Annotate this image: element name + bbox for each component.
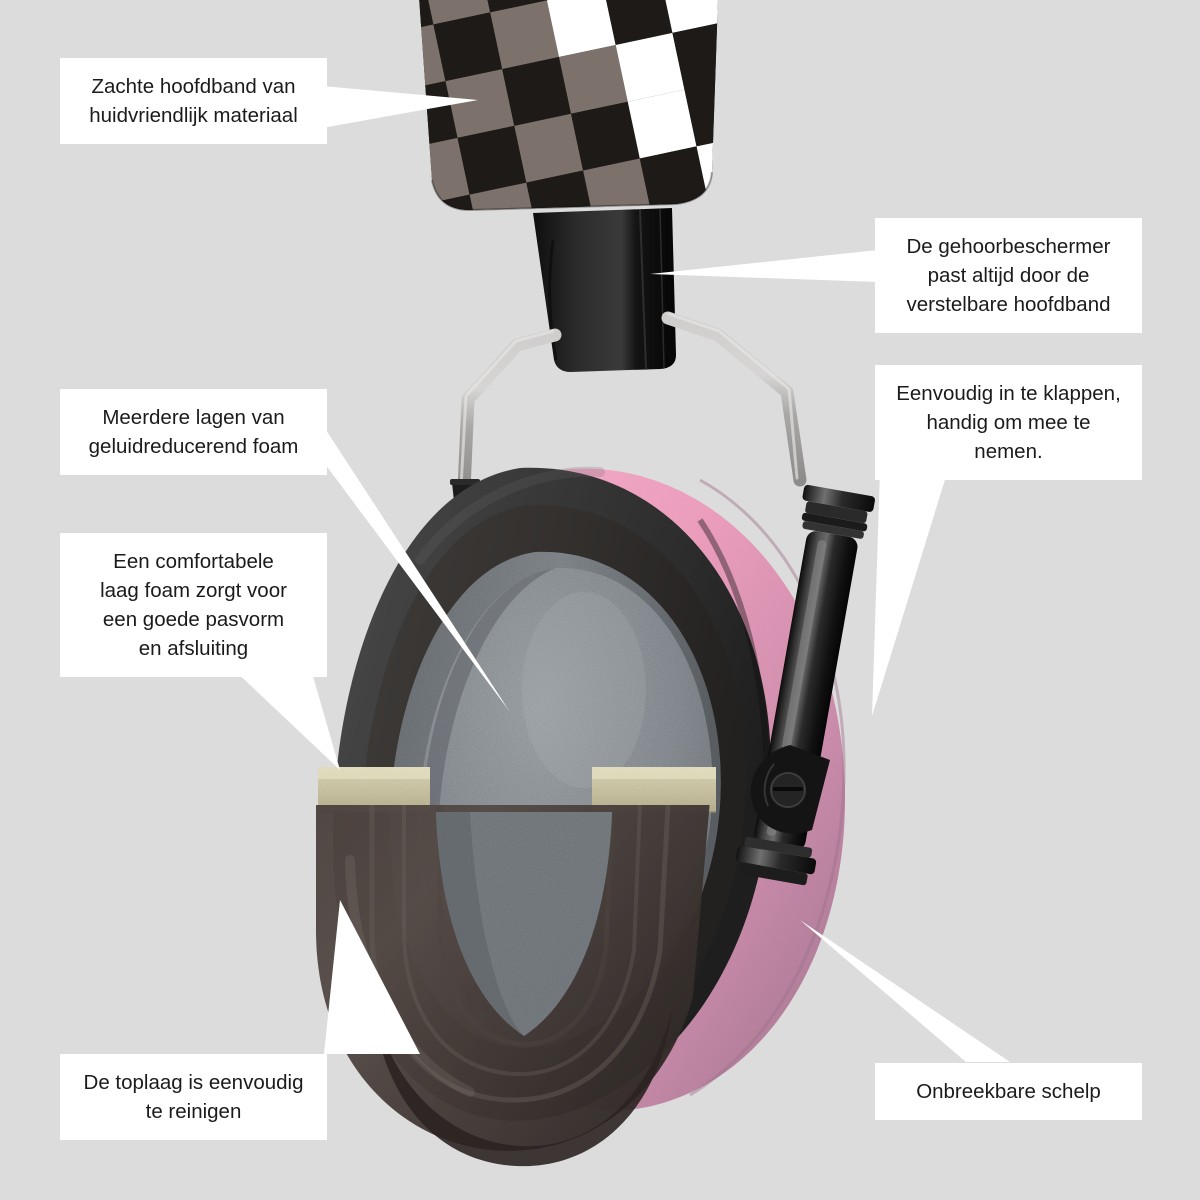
callout-easy-clean[interactable]: De toplaag is eenvoudig te reinigen: [60, 1054, 327, 1141]
foam-layer-beige: [318, 767, 716, 813]
pointer-foldable: [872, 470, 948, 716]
screw-slot: [773, 787, 803, 791]
callout-pointers: [230, 86, 1010, 1062]
wire-arm-highlights: [459, 312, 799, 489]
callout-adjustable-headband-text: De gehoorbeschermer past altijd door de …: [906, 235, 1111, 317]
callout-comfort-foam[interactable]: Een comfortabele laag foam zorgt voor ee…: [60, 533, 327, 678]
wire-arm-left: [457, 328, 562, 497]
callout-soft-headband[interactable]: Zachte hoofdband van huidvriendlijk mate…: [60, 58, 327, 145]
callout-easy-clean-text: De toplaag is eenvoudig te reinigen: [83, 1071, 304, 1124]
callout-comfort-foam-text: Een comfortabele laag foam zorgt voor ee…: [100, 550, 287, 661]
pivot-plate: [750, 745, 830, 834]
pointer-foam-layers: [322, 424, 510, 712]
callout-foam-layers[interactable]: Meerdere lagen van geluidreducerend foam: [60, 389, 327, 476]
pointer-adjustable: [650, 250, 878, 282]
pointer-shell: [800, 920, 1010, 1062]
headband-checkered: [415, 0, 720, 212]
rod-collar-bottom: [735, 845, 817, 875]
rod-collar-top: [802, 484, 875, 512]
pointer-soft-headband: [322, 86, 478, 128]
headband-black-strap: [533, 208, 676, 372]
cushion-bottom-lip: [372, 1000, 672, 1167]
callout-foldable[interactable]: Eenvoudig in te klappen, handig om mee t…: [875, 365, 1142, 481]
pointer-comfort-foam: [230, 666, 340, 770]
pointer-easy-clean: [324, 900, 420, 1054]
callout-adjustable-headband[interactable]: De gehoorbeschermer past altijd door de …: [875, 218, 1142, 334]
callout-foam-layers-text: Meerdere lagen van geluidreducerend foam: [88, 406, 299, 459]
foam-core-tip: [436, 812, 612, 1036]
callout-soft-headband-text: Zachte hoofdband van huidvriendlijk mate…: [89, 75, 298, 128]
callout-unbreakable-shell-text: Onbreekbare schelp: [916, 1080, 1101, 1103]
callout-foldable-text: Eenvoudig in te klappen, handig om mee t…: [896, 382, 1121, 464]
callout-unbreakable-shell[interactable]: Onbreekbare schelp: [875, 1063, 1142, 1121]
